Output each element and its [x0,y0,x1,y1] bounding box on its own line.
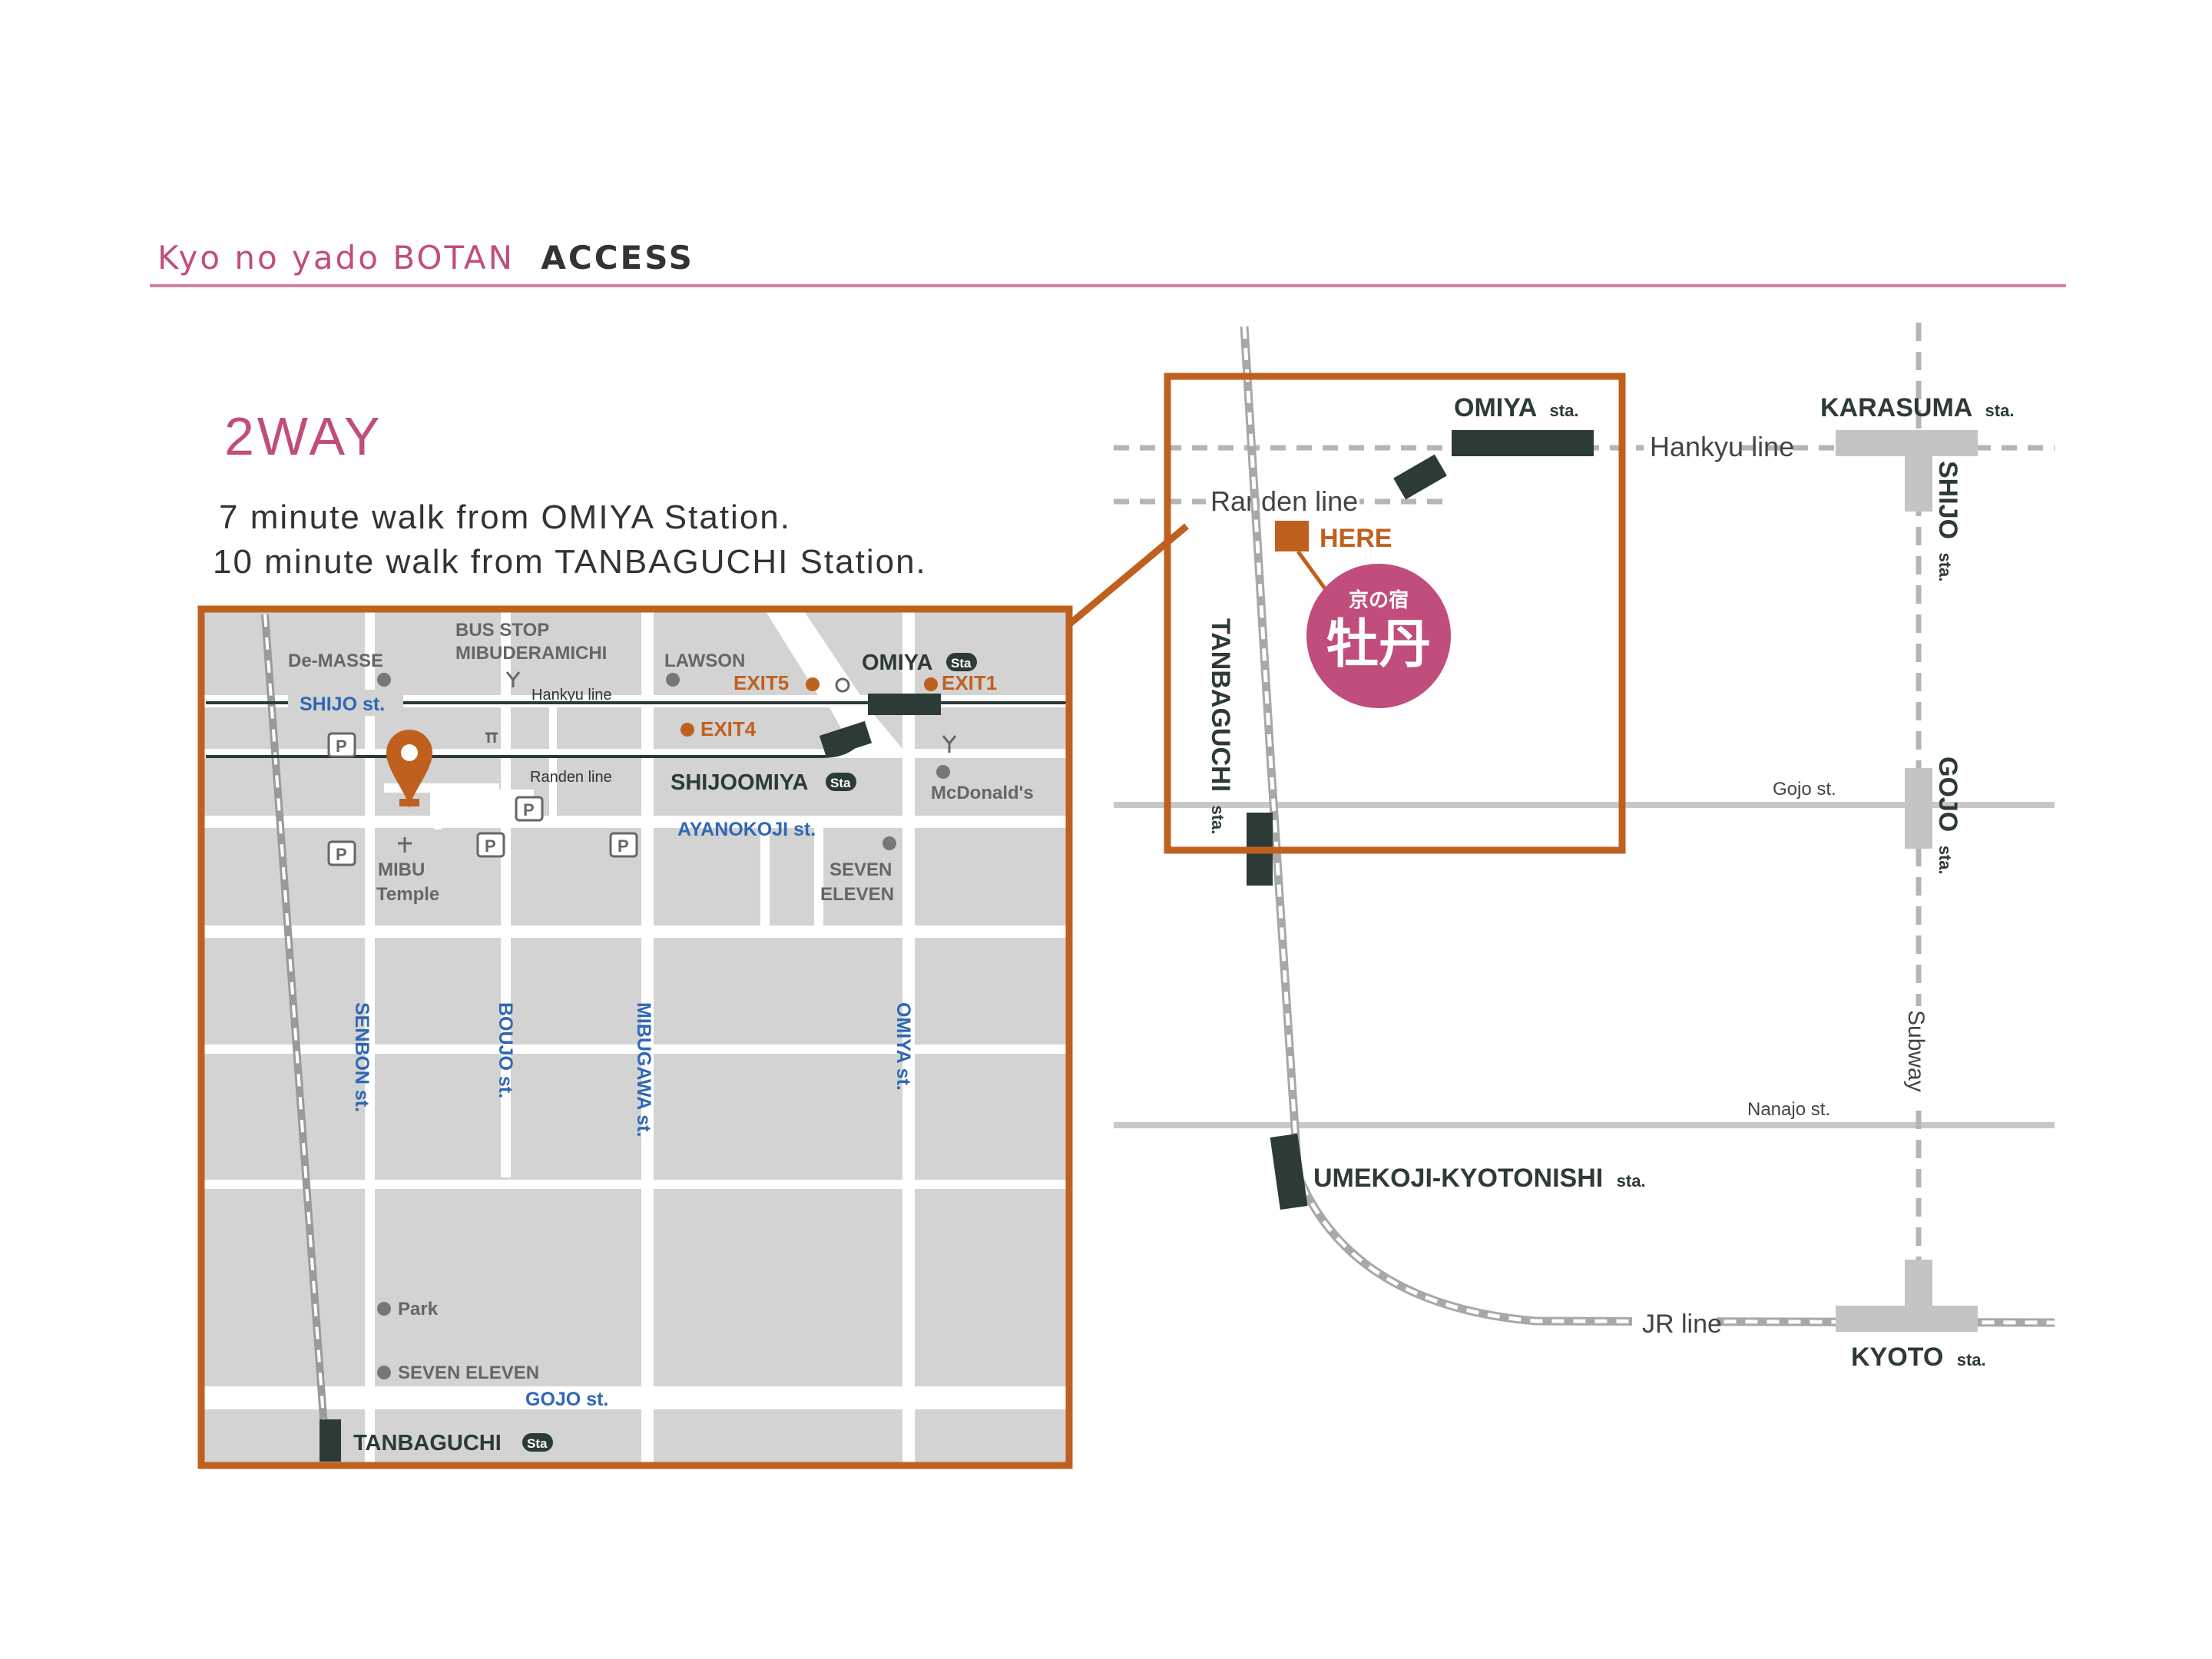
shrine-icon [485,732,498,743]
svg-text:KYOTO sta.: KYOTO sta. [1851,1343,1986,1372]
label-seven-eleven-north-1: SEVEN [830,859,892,880]
label-karasuma-sta: KARASUMA [1820,393,1972,422]
randen-omiya-station-marker [1393,454,1447,500]
label-bus-stop-name: MIBUDERAMICHI [455,643,607,664]
svg-text:OMIYA sta.: OMIYA sta. [1454,393,1578,422]
label-randen-line: Randen line [1210,485,1358,517]
label-tanbaguchi-station: TANBAGUCHI [353,1431,502,1455]
here-marker: HERE [1275,521,1392,601]
parking-icon: P [336,737,347,756]
restaurant-icon [942,735,957,753]
omiya-station-badge: Sta [951,656,972,671]
label-omiya-st: OMIYA st. [892,1002,914,1091]
page-header: Kyo no yado BOTAN ACCESS [150,239,2066,287]
label-omiya-station: OMIYA [862,651,932,675]
label-boujo-st: BOUJO st. [495,1002,516,1098]
label-kyoto-sta: KYOTO [1851,1343,1943,1372]
label-exit4: EXIT4 [700,717,757,740]
label-mibu-temple-2: Temple [376,884,439,905]
label-hankyu-line: Hankyu line [531,687,612,704]
here-square [1275,521,1309,551]
logo-circle [1306,564,1451,708]
svg-text:Kyo no yado BOTAN ACCESS: Kyo no yado BOTAN ACCESS [157,239,694,276]
place-dots [377,673,950,1379]
parking-icon: P [336,845,347,864]
label-hankyu-line: Hankyu line [1650,431,1794,462]
detail-station-labels: OMIYA Sta SHIJOOMIYA Sta TANBAGUCHI Sta [353,651,977,1455]
svg-text:SHIJO sta.: SHIJO sta. [1933,461,1962,581]
tanbaguchi-station-marker [320,1419,341,1462]
label-here: HERE [1320,524,1392,553]
label-exit5: EXIT5 [733,671,789,694]
parking-icon: P [485,836,496,856]
detail-line-labels: Hankyu line Randen line [530,687,612,786]
inset-frame [1164,373,1626,854]
svg-text:UMEKOJI-KYOTONISHI sta: UMEKOJI-KYOTONISHI sta. [1313,1164,1646,1193]
omiya-station-marker [1452,430,1594,456]
label-lawson: LAWSON [664,651,745,671]
station-exits: EXIT5 EXIT1 EXIT4 [680,671,997,740]
label-gojo-st: GOJO st. [525,1389,608,1410]
label-seven-eleven-south: SEVEN ELEVEN [398,1363,539,1383]
overview-map: Gojo st. Nanajo st. Hankyu line Randen l… [1114,323,2055,1372]
label-shijo-sta: SHIJO [1933,461,1962,539]
label-omiya-sta: OMIYA [1454,393,1537,422]
parking-icon: P [618,836,629,856]
shijoomiya-station-badge: Sta [830,776,851,790]
label-de-masse: De-MASSE [288,651,383,671]
label-nanajo-street: Nanajo st. [1747,1099,1830,1120]
svg-text:GOJO sta.: GOJO sta. [1933,757,1962,875]
label-randen-line: Randen line [530,769,612,786]
label-exit1: EXIT1 [942,671,997,694]
svg-text:KARASUMA sta.: KARASUMA sta. [1820,393,2014,422]
parking-icon: P [523,800,535,820]
label-umekoji-sta: UMEKOJI-KYOTONISHI [1313,1164,1603,1193]
label-shijo-st: SHIJO st. [300,694,385,715]
brand-name: Kyo no yado BOTAN [157,239,515,276]
label-seven-eleven-north-2: ELEVEN [820,884,894,905]
label-ayanokoji-st: AYANOKOJI st. [677,819,816,840]
intro: 2WAY 7 minute walk from OMIYA Station. 1… [213,406,927,581]
subway-stations [1836,430,1978,1332]
label-mibugawa-st: MIBUGAWA st. [633,1002,654,1137]
section-title: ACCESS [541,239,694,276]
label-gojo-sta: GOJO [1933,757,1962,832]
detail-map-frame [197,605,1073,1469]
svg-text:TANBAGUCHI sta.: TANBAGUCHI sta. [1206,618,1235,834]
label-subway: Subway [1903,1010,1929,1092]
intro-heading: 2WAY [224,406,383,466]
intro-line-1: 7 minute walk from OMIYA Station. [219,498,791,536]
omiya-station-marker [868,694,941,715]
label-bus-stop: BUS STOP [455,620,549,641]
intro-line-2: 10 minute walk from TANBAGUCHI Station. [213,543,927,581]
shijoomiya-station-marker [819,720,873,758]
tanbaguchi-station-badge: Sta [527,1436,548,1451]
street-labels: SHIJO st. AYANOKOJI st. GOJO st. SENBON … [288,690,914,1410]
logo-title: 牡丹 [1326,614,1431,675]
label-mcdonalds: McDonald's [931,783,1034,803]
label-park: Park [398,1299,439,1320]
small-map-symbols [398,671,957,853]
label-mibu-temple-1: MIBU [378,859,425,880]
hotel-location-pin[interactable] [386,730,432,810]
logo-subtitle: 京の宿 [1349,588,1409,612]
label-gojo-street: Gojo st. [1773,779,1836,800]
overview-station-labels: OMIYA sta. KARASUMA sta. UMEKOJI-KYOTONI… [1206,393,2014,1372]
post-office-icon [835,677,850,693]
label-senbon-st: SENBON st. [351,1002,373,1112]
label-jr-line: JR line [1642,1310,1722,1339]
parking-markers: P P P P P [327,732,638,866]
temple-icon [398,837,412,853]
place-labels: De-MASSE BUS STOP MIBUDERAMICHI LAWSON M… [288,620,1034,1383]
botan-logo[interactable]: 京の宿 牡丹 [1306,564,1451,708]
label-shijoomiya-station: SHIJOOMIYA [671,770,808,795]
label-tanbaguchi-sta: TANBAGUCHI [1206,618,1235,792]
detail-map: SHIJO st. AYANOKOJI st. GOJO st. SENBON … [197,605,1073,1469]
umekoji-station-marker [1270,1133,1308,1210]
bus-stop-icon [505,671,521,687]
